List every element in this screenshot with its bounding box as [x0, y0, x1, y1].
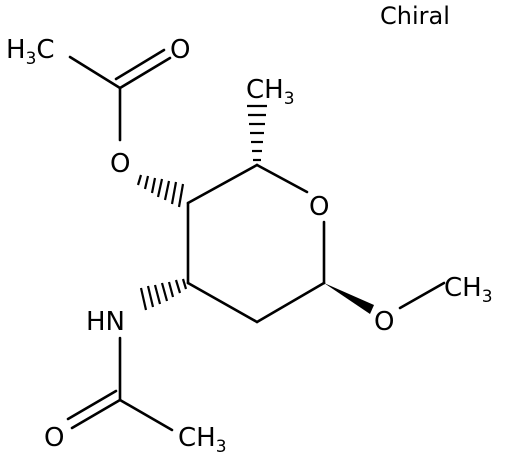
bond-c5-oring	[255, 163, 309, 194]
atom-hn: HN	[86, 307, 125, 337]
bond-carbonyl-bottom-a	[70, 398, 122, 430]
bond-carbonyl-top-b	[114, 48, 166, 81]
bond-c1-c2	[255, 281, 326, 324]
bond-omethoxy-ch3	[398, 281, 446, 310]
bond-carbonyl-ch3-bottom	[118, 398, 174, 432]
atom-o-ester: O	[110, 149, 130, 179]
bond-carbonyl-bottom-b	[66, 389, 118, 421]
hashed-bond-c4-oester	[136, 174, 185, 208]
bond-c4-c5	[186, 163, 259, 205]
atom-ch3-bottom: CH3	[178, 423, 227, 456]
wedge-bond-c1-omethoxy	[324, 283, 374, 314]
bond-ch3-carbonyl-top	[68, 55, 122, 90]
atom-o-ring: O	[309, 192, 329, 222]
atom-ch3-top-left: H3C	[6, 35, 55, 69]
atom-o-methoxy: O	[374, 307, 394, 337]
hashed-bond-c3-n	[139, 278, 188, 311]
bond-c2-c3	[186, 281, 259, 324]
hashed-bond-c5-ch3	[247, 104, 267, 162]
atom-ch3-right: CH3	[444, 273, 493, 307]
bond-carbonyl-top-a	[118, 56, 172, 90]
chiral-label: Chiral	[380, 2, 450, 30]
atom-o-carbonyl-top: O	[170, 35, 190, 65]
atom-o-carbonyl-bottom: O	[44, 423, 64, 453]
atom-ch3-top-right: CH3	[246, 75, 295, 109]
